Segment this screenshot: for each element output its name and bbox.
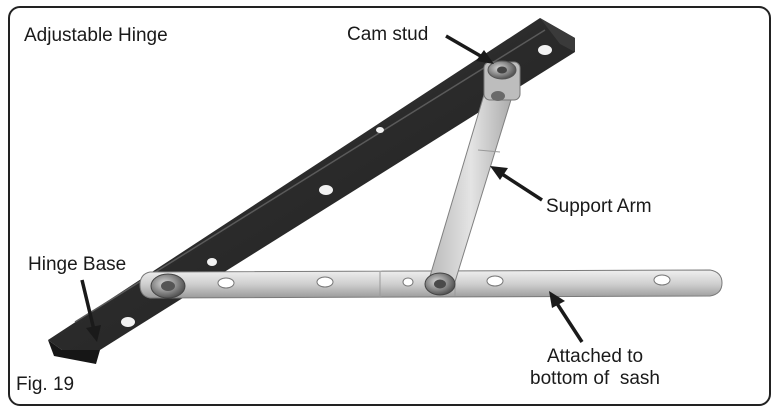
hinge-base-arrow-line xyxy=(80,279,96,331)
rivet-inner xyxy=(434,279,446,289)
support-arm-arrow-head xyxy=(490,166,508,180)
cam-stud-arrow-line xyxy=(445,34,485,60)
callout-arrows xyxy=(80,34,584,343)
sash-arm-hole xyxy=(316,276,334,288)
cam-stud-center xyxy=(497,66,507,74)
support-arm-label: Support Arm xyxy=(546,196,652,217)
sash-arm-hole xyxy=(653,274,671,286)
attached-label: Attached to bottom of sash xyxy=(515,346,675,390)
cam-stud-part xyxy=(483,60,521,101)
attached-label-line1: Attached to xyxy=(546,346,644,367)
attached-label-line2: bottom of sash xyxy=(530,368,660,389)
hinge-base-hole xyxy=(121,317,135,327)
sash-arm-hole xyxy=(402,277,414,287)
pivot-rivet-center xyxy=(424,272,456,296)
hinge-base-hole xyxy=(376,127,384,133)
cam-stud-rivet xyxy=(491,91,505,101)
hinge-base-hole xyxy=(538,45,552,55)
sash-arm-hole xyxy=(217,277,235,289)
figure-frame xyxy=(8,6,771,406)
support-arm-seam xyxy=(477,149,501,153)
hinge-base-part xyxy=(48,18,575,364)
attached-arrow-head xyxy=(549,291,565,308)
hinge-base-arrow-head xyxy=(86,325,101,342)
hinge-base-hole xyxy=(207,258,217,266)
hinge-base-side-face xyxy=(48,340,100,364)
pivot-rivet-left xyxy=(150,273,186,299)
figure-number: Fig. 19 xyxy=(16,374,75,395)
cam-stud-label: Cam stud xyxy=(347,24,429,45)
hinge-base-edge xyxy=(540,18,575,52)
hinge-base-top-face xyxy=(48,18,575,350)
rivet-inner xyxy=(161,281,175,291)
attached-arrow-line xyxy=(554,301,584,343)
cam-stud-arrow-head xyxy=(476,50,494,64)
sash-arm-hole xyxy=(486,275,504,287)
hinge-base-hole xyxy=(319,185,333,195)
hinge-base-label: Hinge Base xyxy=(28,254,127,275)
figure-title: Adjustable Hinge xyxy=(24,25,168,46)
support-arm-arrow-line xyxy=(501,172,543,202)
